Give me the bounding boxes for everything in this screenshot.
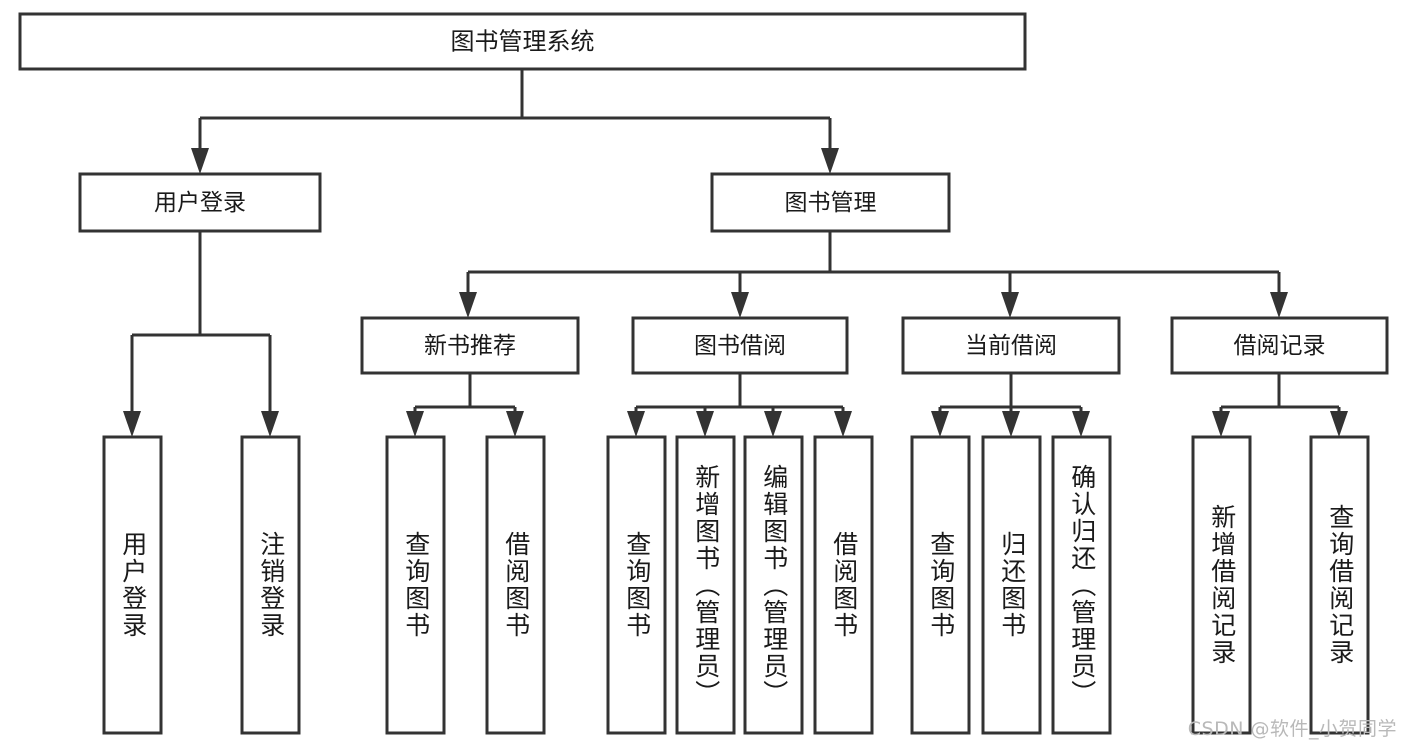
node-leaf-confirm-return[interactable] bbox=[1051, 435, 1112, 735]
arrow-head-icon bbox=[1212, 411, 1230, 437]
node-borrow-record[interactable]: 借阅记录 bbox=[1170, 316, 1389, 375]
arrow-head-icon bbox=[1072, 411, 1090, 437]
node-leaf-user-logout[interactable] bbox=[240, 435, 301, 735]
node-leaf-edit-book-rect[interactable] bbox=[743, 435, 804, 735]
arrow-head-icon bbox=[1002, 411, 1020, 437]
node-user-login-label: 用户登录 bbox=[154, 190, 246, 216]
connector-borrow-record-to-leaves bbox=[1212, 373, 1348, 437]
connector-user-login-to-leaves bbox=[123, 231, 279, 437]
node-root-label: 图书管理系统 bbox=[451, 28, 595, 56]
node-current-borrow-rect[interactable] bbox=[901, 316, 1121, 375]
arrow-head-icon bbox=[821, 148, 839, 174]
arrow-head-icon bbox=[931, 411, 949, 437]
node-leaf-borrow-book-1-rect[interactable] bbox=[485, 435, 546, 735]
node-leaf-query-book-3-rect[interactable] bbox=[910, 435, 971, 735]
node-leaf-query-book-2[interactable] bbox=[606, 435, 667, 735]
node-leaf-borrow-book-1[interactable] bbox=[485, 435, 546, 735]
arrow-head-icon bbox=[731, 292, 749, 318]
arrow-head-icon bbox=[459, 292, 477, 318]
arrow-head-icon bbox=[696, 411, 714, 437]
connector-new-book-rec-to-leaves bbox=[406, 373, 524, 437]
node-book-borrow-label: 图书借阅 bbox=[694, 333, 786, 359]
node-leaf-add-book[interactable] bbox=[675, 435, 736, 735]
node-leaf-borrow-book-2-rect[interactable] bbox=[813, 435, 874, 735]
node-user-login-rect[interactable] bbox=[78, 172, 322, 233]
arrow-head-icon bbox=[834, 411, 852, 437]
arrow-head-icon bbox=[191, 148, 209, 174]
arrow-head-icon bbox=[1270, 292, 1288, 318]
connector-layer bbox=[123, 69, 1348, 437]
arrow-head-icon bbox=[506, 411, 524, 437]
arrow-head-icon bbox=[1330, 411, 1348, 437]
arrow-head-icon bbox=[261, 411, 279, 437]
node-borrow-record-label: 借阅记录 bbox=[1234, 333, 1326, 359]
node-leaf-borrow-book-2[interactable] bbox=[813, 435, 874, 735]
node-user-login[interactable]: 用户登录 bbox=[78, 172, 322, 233]
node-leaf-query-book-1-rect[interactable] bbox=[385, 435, 446, 735]
node-leaf-add-book-rect[interactable] bbox=[675, 435, 736, 735]
node-leaf-query-record[interactable] bbox=[1309, 435, 1370, 735]
node-leaf-query-book-2-rect[interactable] bbox=[606, 435, 667, 735]
node-borrow-record-rect[interactable] bbox=[1170, 316, 1389, 375]
node-leaf-add-record-rect[interactable] bbox=[1191, 435, 1252, 735]
node-book-manage-label: 图书管理 bbox=[785, 190, 877, 216]
node-current-borrow-label: 当前借阅 bbox=[965, 333, 1057, 359]
node-leaf-user-login[interactable] bbox=[102, 435, 163, 735]
node-leaf-user-login-rect[interactable] bbox=[102, 435, 163, 735]
node-leaf-return-book[interactable] bbox=[981, 435, 1042, 735]
node-root[interactable]: 图书管理系统 bbox=[18, 12, 1027, 71]
node-current-borrow[interactable]: 当前借阅 bbox=[901, 316, 1121, 375]
node-root-rect[interactable] bbox=[18, 12, 1027, 71]
node-new-book-rec[interactable]: 新书推荐 bbox=[360, 316, 580, 375]
node-leaf-query-book-1[interactable] bbox=[385, 435, 446, 735]
node-leaf-edit-book[interactable] bbox=[743, 435, 804, 735]
connector-current-borrow-to-leaves bbox=[931, 373, 1090, 437]
arrow-head-icon bbox=[764, 411, 782, 437]
node-new-book-rec-rect[interactable] bbox=[360, 316, 580, 375]
connector-root-to-level2 bbox=[191, 69, 839, 174]
node-new-book-rec-label: 新书推荐 bbox=[424, 333, 516, 359]
node-leaf-query-record-rect[interactable] bbox=[1309, 435, 1370, 735]
node-leaf-return-book-rect[interactable] bbox=[981, 435, 1042, 735]
node-book-borrow[interactable]: 图书借阅 bbox=[631, 316, 849, 375]
connector-book-manage-to-level3 bbox=[459, 231, 1288, 318]
node-leaf-add-record[interactable] bbox=[1191, 435, 1252, 735]
arrow-head-icon bbox=[123, 411, 141, 437]
node-book-borrow-rect[interactable] bbox=[631, 316, 849, 375]
arrow-head-icon bbox=[406, 411, 424, 437]
arrow-head-icon bbox=[627, 411, 645, 437]
node-book-manage[interactable]: 图书管理 bbox=[710, 172, 951, 233]
connector-book-borrow-to-leaves bbox=[627, 373, 852, 437]
node-leaf-confirm-return-rect[interactable] bbox=[1051, 435, 1112, 735]
node-leaf-query-book-3[interactable] bbox=[910, 435, 971, 735]
node-book-manage-rect[interactable] bbox=[710, 172, 951, 233]
node-leaf-user-logout-rect[interactable] bbox=[240, 435, 301, 735]
arrow-head-icon bbox=[1001, 292, 1019, 318]
